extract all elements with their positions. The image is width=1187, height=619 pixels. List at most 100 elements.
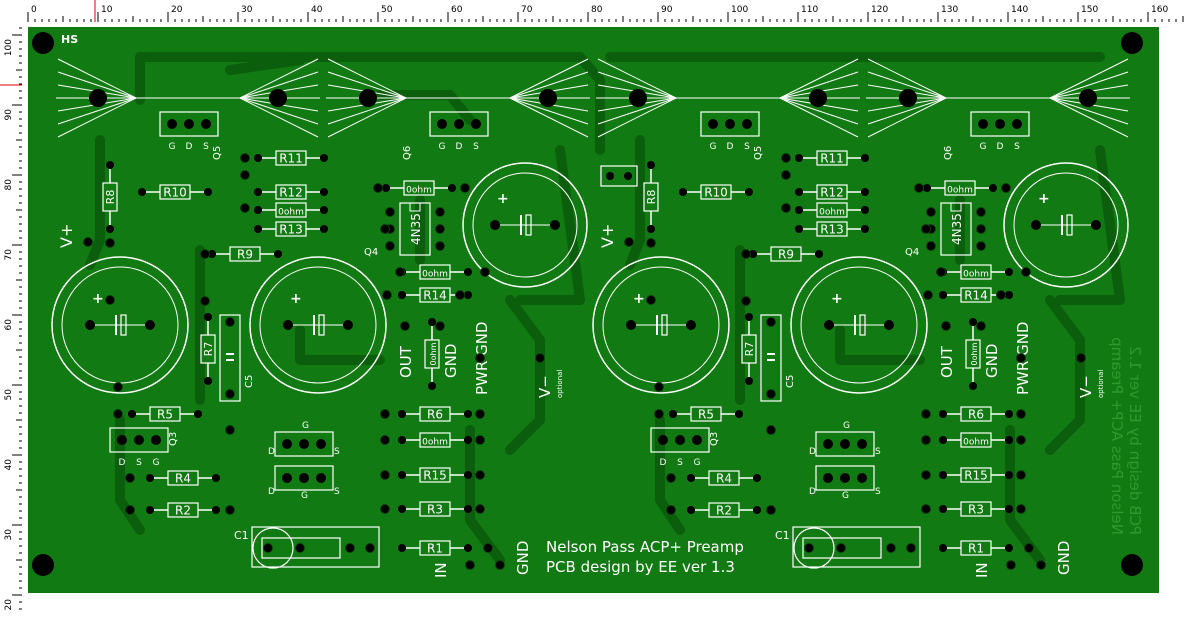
transistor-outline [815,431,875,457]
q5-label: Q5 [212,146,223,160]
pad [465,560,475,570]
resistor-body [229,246,261,262]
resistor-label: R10 [704,186,728,200]
ruler-label: 40 [4,459,14,471]
pad [200,249,210,259]
pad [435,224,445,234]
q4-label: Q4 [364,247,378,258]
ruler-label: 150 [1081,5,1098,15]
optocoupler-4n35: 4N35 [399,202,431,256]
resistor-label: R1 [427,542,443,556]
pin-label: S [334,447,340,457]
pad [824,320,834,330]
c1-label: C1 [775,529,790,542]
resistor-label: R1 [968,542,984,556]
ruler-label: 20 [4,599,14,611]
heatsink-line [597,58,677,99]
resistor-label: 0ohm [422,438,448,448]
resistor-r4: R4 [146,470,220,486]
pad [105,238,115,248]
heatsink-line [239,97,319,125]
polarity-mark: + [633,291,645,307]
transistor-outline [700,111,760,137]
heatsink-line [239,71,319,99]
pin-label: D [809,447,816,457]
resistor-body [419,264,451,280]
pad [921,504,931,514]
ruler-label: 10 [101,5,113,15]
pad [204,188,212,196]
pad [1016,353,1026,363]
resistor-body [275,150,307,166]
resistor-r3: R3 [939,501,1013,517]
pad [766,317,776,327]
pad [106,161,114,169]
pad [624,237,634,247]
resistor-r6: R6 [398,406,472,422]
pad [753,474,761,482]
resistor-label: R3 [968,503,984,517]
pad [976,241,986,251]
ic-notch [950,202,962,212]
resistor-label: R11 [279,152,303,166]
resistor-r2: R2 [687,502,761,518]
pad [225,317,235,327]
heatsink-line [509,58,589,99]
pad [254,225,262,233]
q3-label: Q3 [709,432,720,446]
cap-outline [760,314,782,402]
resistor-body [167,470,199,486]
heatsink-line [57,97,137,125]
pad [646,295,656,305]
heatsink-line [1049,97,1129,125]
board-title-line2: PCB design by EE ver 1.3 [546,558,735,576]
pad [151,435,161,445]
heatsink-line [57,97,137,138]
pad [804,543,814,553]
resistor-body [643,182,659,212]
resistor-label: 0ohm [947,186,973,196]
ruler-label: 100 [4,39,14,56]
pad [686,320,696,330]
capacitor-c1 [251,526,380,569]
resistor-body [741,334,757,364]
pad [1005,268,1013,276]
resistor-0ohm: 0ohm [382,180,456,196]
pad [1001,183,1011,193]
pad [240,170,250,180]
pad [400,321,410,331]
pin-label: S [334,487,340,497]
pad [914,183,924,193]
ic-label: 4N35 [950,213,964,245]
resistor-r6: R6 [939,406,1013,422]
pad [921,409,931,419]
resistor-body [816,150,848,166]
heatsink-line [327,97,407,138]
pad [345,543,355,553]
pad [475,353,485,363]
pad [939,505,947,513]
heatsink-line [1049,58,1129,99]
resistor-body [960,467,992,483]
pad [976,207,986,217]
pad [745,377,753,385]
pin-label: G [169,142,176,152]
pad [282,439,292,449]
pad [316,473,326,483]
pad [1031,220,1041,230]
pad [475,435,485,445]
pad [795,206,803,214]
ic-notch [409,202,421,212]
resistor-body [167,502,199,518]
pad [1016,409,1026,419]
out-label: OUT [938,345,956,378]
pad [745,313,753,321]
pad [1006,560,1016,570]
pad [490,220,500,230]
